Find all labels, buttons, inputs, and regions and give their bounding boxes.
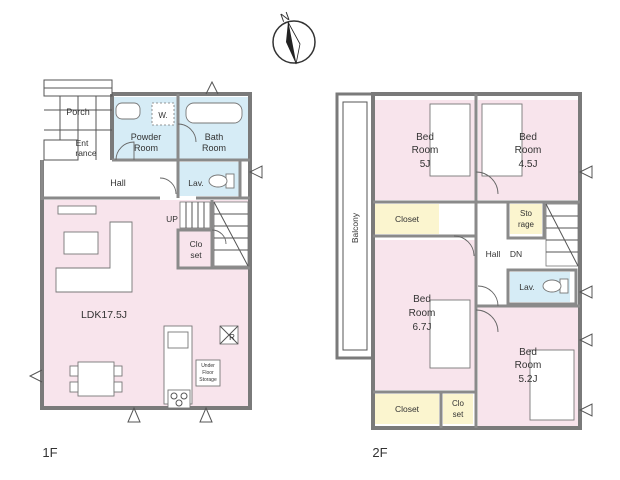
stairs-1f xyxy=(179,201,249,267)
underfloor-label-1: Under xyxy=(201,363,215,369)
bed-4 xyxy=(529,349,575,421)
ldk-label: LDK17.5J xyxy=(81,309,127,321)
bedroom-4-5j-label-1: Bed xyxy=(519,132,537,143)
fridge-label: R xyxy=(229,333,235,342)
floor-1-label: 1F xyxy=(42,445,57,460)
floor-2: Balcony Bed Room 5J Bed Room 4.5J Closet… xyxy=(335,92,593,460)
kitchen-sink xyxy=(167,331,189,349)
closet-b-label: Closet xyxy=(395,404,420,414)
closet-1f-label-1: Clo xyxy=(190,239,203,249)
underfloor-storage xyxy=(195,359,221,387)
stair-dn-label: DN xyxy=(510,249,522,259)
lav-2f-label: Lav. xyxy=(519,282,534,292)
toilet-2f xyxy=(542,278,569,294)
entrance-label-1: Ent xyxy=(76,138,89,148)
bedroom-5j-label-2: Room xyxy=(412,145,439,156)
closet-b-fill xyxy=(375,394,439,424)
bedroom-6-7j-label-2: Room xyxy=(409,308,436,319)
bedroom-4-5j-label-3: 4.5J xyxy=(519,159,538,170)
closet-c-label-1: Clo xyxy=(452,399,465,408)
compass-letter: N xyxy=(279,9,292,25)
bedroom-5-2j-label-3: 5.2J xyxy=(519,374,538,385)
stove-icon xyxy=(167,389,191,409)
porch-label: Porch xyxy=(66,107,90,117)
closet-a-fill xyxy=(375,204,439,234)
floor-1: Porch Ent rance Powder Room W. Bath Room… xyxy=(28,79,263,460)
bedroom-5j-label-3: 5J xyxy=(420,159,431,170)
bed-1 xyxy=(429,103,471,177)
floor-2-label: 2F xyxy=(372,445,387,460)
lav-1f-label: Lav. xyxy=(188,178,203,188)
bath-room-label-1: Bath xyxy=(205,132,224,142)
powder-sink xyxy=(115,102,141,120)
sofa xyxy=(55,221,133,293)
toilet-1f xyxy=(208,173,235,189)
bedroom-6-7j-label-1: Bed xyxy=(413,294,431,305)
storage-fill xyxy=(510,204,542,234)
washer-space xyxy=(151,102,175,126)
bed-3 xyxy=(429,299,471,369)
porch-steps xyxy=(43,79,113,161)
bedroom-5-2j-label-2: Room xyxy=(515,360,542,371)
underfloor-label-3: Storage xyxy=(199,377,217,383)
powder-room-label-1: Powder xyxy=(131,132,162,142)
closet-1f-label-2: set xyxy=(190,250,202,260)
hall-2f-label: Hall xyxy=(486,249,501,259)
bedroom-4-5j-label-2: Room xyxy=(515,145,542,156)
bathtub xyxy=(185,102,243,124)
bedroom-5-2j-label-1: Bed xyxy=(519,347,537,358)
balcony-label: Balcony xyxy=(350,212,360,243)
closet-c-fill xyxy=(443,394,473,424)
stair-up-label: UP xyxy=(166,214,178,224)
tv-stand xyxy=(57,205,97,215)
north-arrow-icon: N xyxy=(272,9,316,65)
closet-a-label: Closet xyxy=(395,214,420,224)
closet-c-label-2: set xyxy=(453,410,464,419)
stairs-2f xyxy=(545,203,579,267)
powder-room-label-2: Room xyxy=(134,143,158,153)
hall-1f-label: Hall xyxy=(110,178,126,188)
bedroom-5j-label-1: Bed xyxy=(416,132,434,143)
dining-table xyxy=(77,361,115,397)
bedroom-6-7j-label-3: 6.7J xyxy=(413,322,432,333)
bath-room-label-2: Room xyxy=(202,143,226,153)
storage-label-1: Sto xyxy=(520,209,533,218)
washer-label: W. xyxy=(158,111,167,120)
storage-label-2: rage xyxy=(518,220,535,229)
entrance-label-2: rance xyxy=(75,148,97,158)
bed-2 xyxy=(481,103,523,177)
underfloor-label-2: Floor xyxy=(202,370,214,376)
outer-wall-2f xyxy=(371,92,582,430)
coffee-table xyxy=(63,231,99,255)
outer-wall-1f xyxy=(40,92,252,410)
